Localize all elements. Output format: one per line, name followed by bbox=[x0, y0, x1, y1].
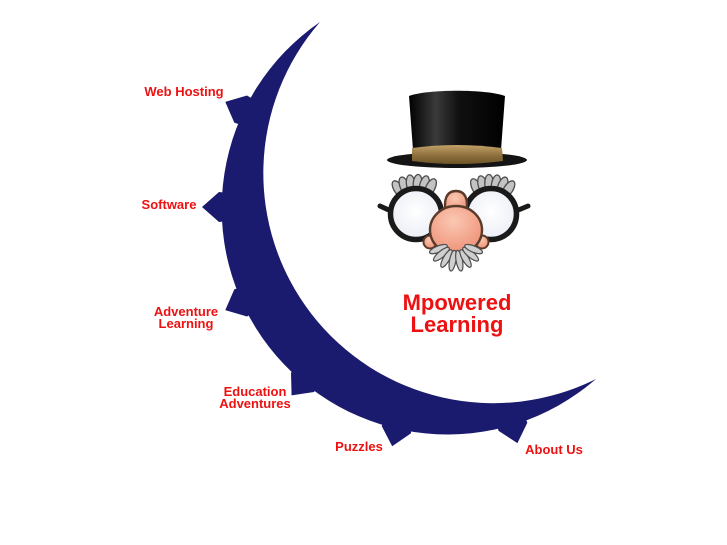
groucho-logo bbox=[377, 90, 531, 272]
nav-link-adventure-learning[interactable]: Adventure Learning bbox=[153, 304, 219, 331]
nav-link-education-adventures[interactable]: Education Adventures bbox=[219, 384, 291, 411]
crescent-arc bbox=[221, 22, 596, 435]
brand-title: Mpowered Learning bbox=[403, 292, 512, 336]
nav-marker-software[interactable] bbox=[202, 192, 238, 222]
nose-icon bbox=[422, 189, 490, 256]
nav-marker-education-adventures[interactable] bbox=[280, 358, 326, 405]
top-hat-icon bbox=[387, 90, 527, 168]
brand-title-line2: Learning bbox=[410, 312, 504, 337]
brand-title-line1: Mpowered bbox=[402, 290, 512, 315]
nav-link-about-us[interactable]: About Us bbox=[525, 442, 583, 457]
nav-link-software[interactable]: Software bbox=[141, 197, 197, 212]
nav-link-web-hosting[interactable]: Web Hosting bbox=[144, 84, 224, 99]
mustache-icon bbox=[428, 243, 484, 272]
nav-marker-puzzles[interactable] bbox=[378, 408, 416, 450]
nav-link-puzzles[interactable]: Puzzles bbox=[335, 439, 383, 454]
nav-marker-adventure-learning[interactable] bbox=[219, 281, 264, 323]
nav-marker-about-us[interactable] bbox=[493, 404, 532, 447]
hat-crown bbox=[409, 90, 505, 150]
nav-marker-web-hosting[interactable] bbox=[219, 88, 264, 130]
hat-band bbox=[412, 145, 503, 164]
